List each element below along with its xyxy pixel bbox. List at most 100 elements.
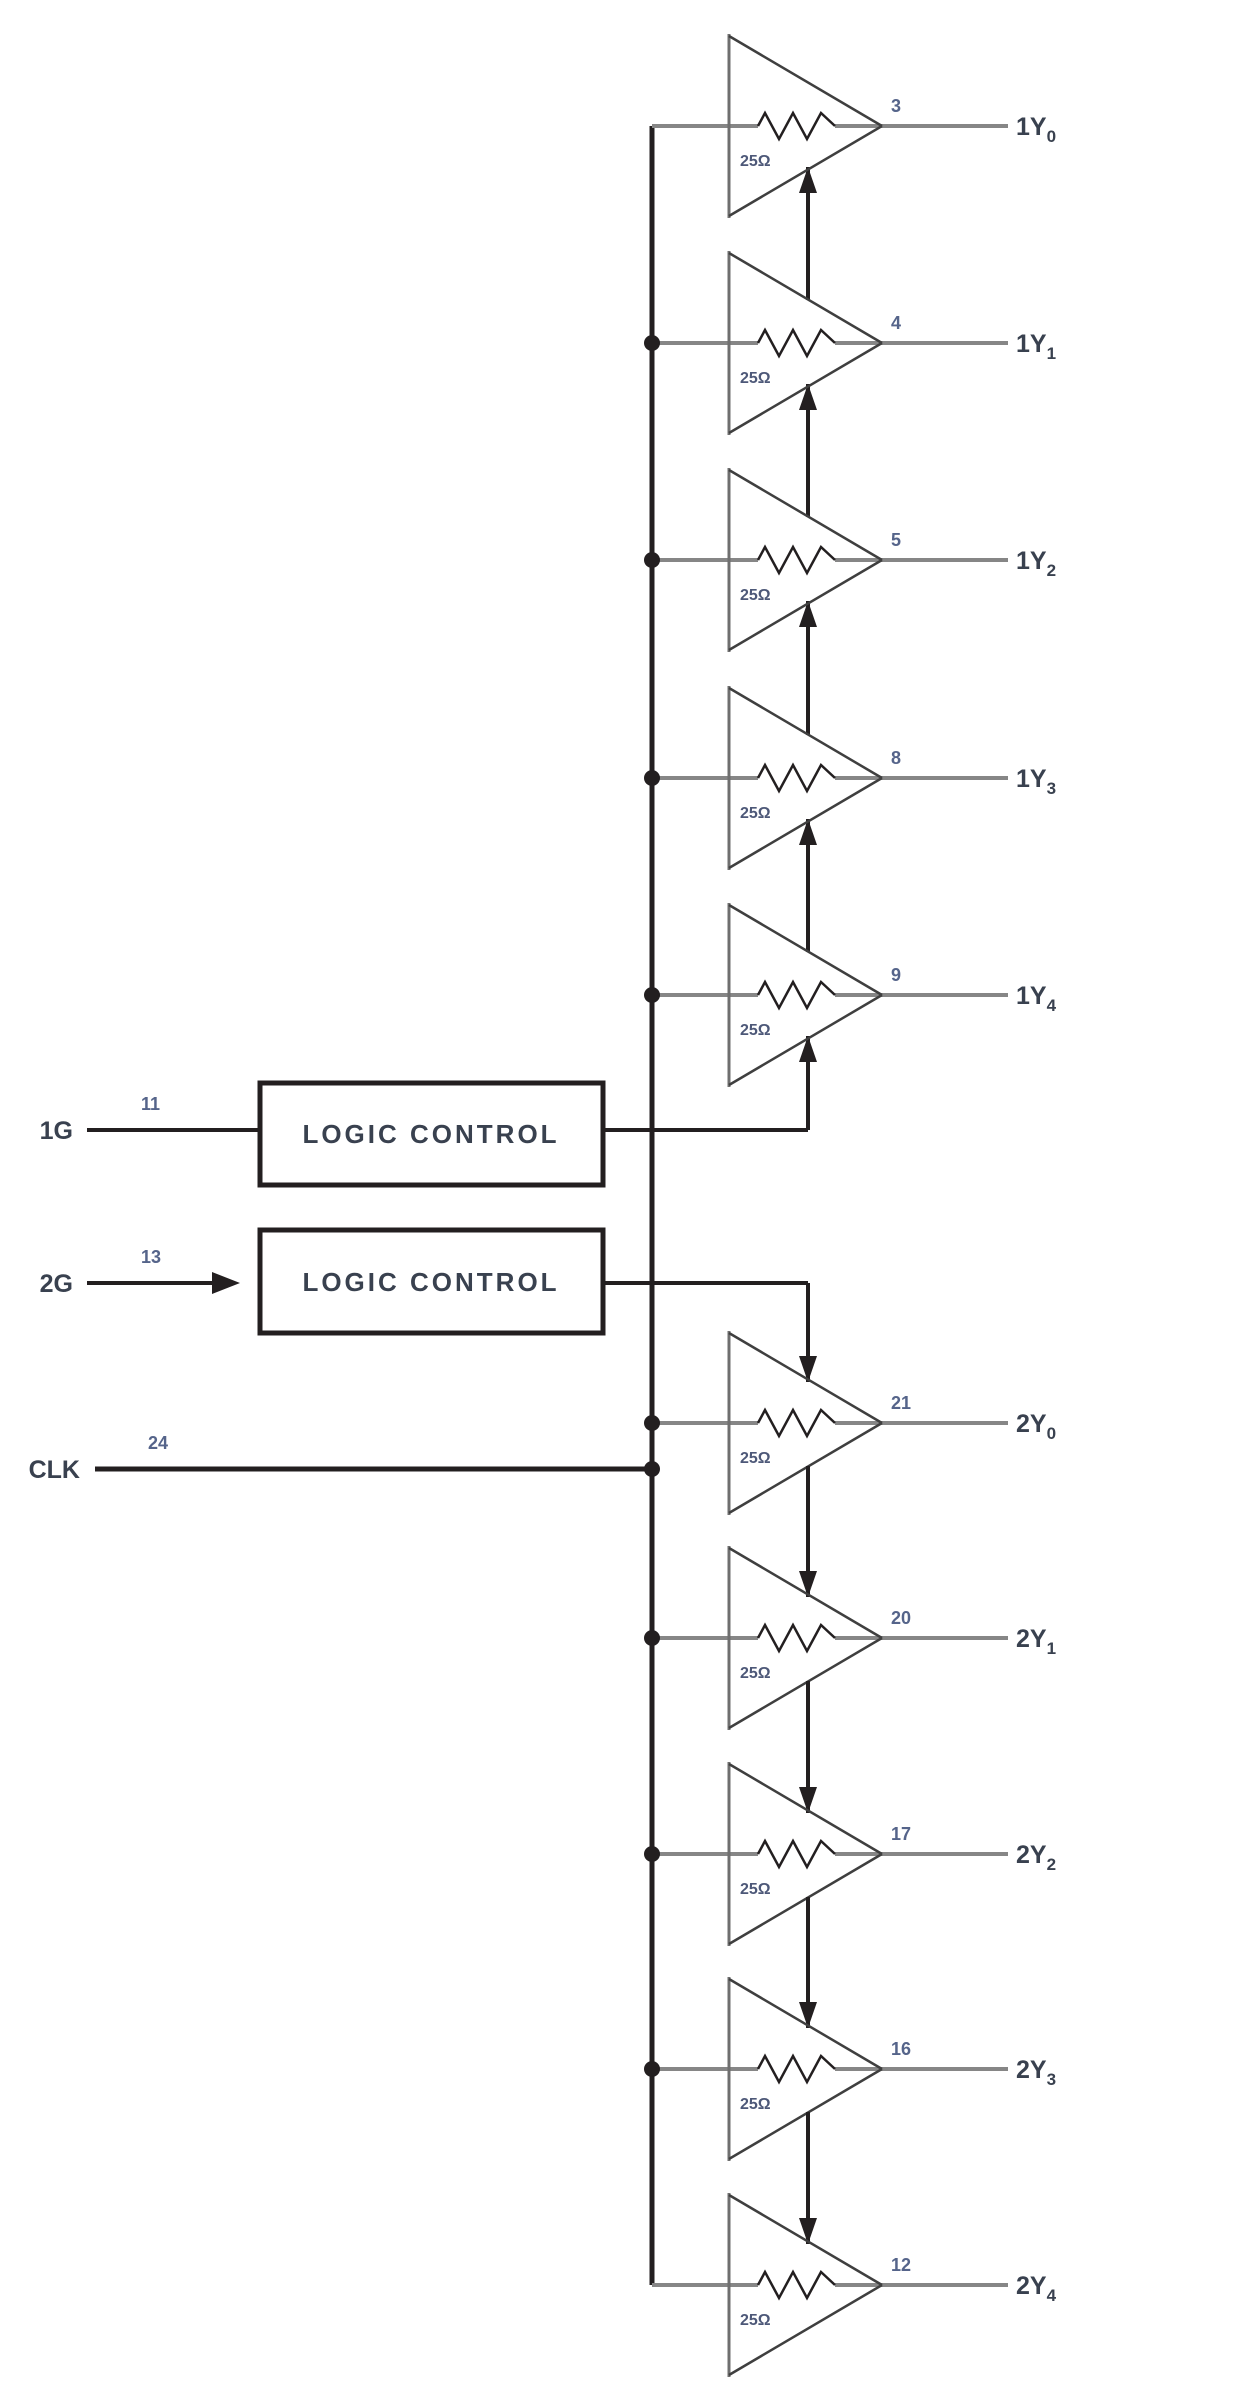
resistor-icon — [756, 979, 836, 1011]
buffer-1Y1: 4 25Ω 1Y1 — [644, 251, 1056, 517]
resistor-value: 25Ω — [740, 2312, 771, 2329]
logic-control-box-1 — [257, 1080, 606, 1188]
pin-number: 9 — [891, 965, 901, 985]
buffer-triangle — [728, 686, 883, 870]
enable-arrow-up-icon — [799, 819, 817, 845]
enable-arrow-up-icon — [799, 167, 817, 193]
output-label: 2Y3 — [1016, 2056, 1056, 2089]
g2-label: 2G — [40, 1270, 73, 1298]
resistor-icon — [756, 327, 836, 359]
buffer-triangle — [728, 1977, 883, 2161]
logic-control-label-1: LOGIC CONTROL — [302, 1119, 559, 1149]
output-label-main: 2Y — [1016, 1410, 1047, 1438]
resistor-icon — [756, 2053, 836, 2085]
resistor-value: 25Ω — [740, 1450, 771, 1467]
output-label: 2Y2 — [1016, 1841, 1056, 1874]
resistor-value: 25Ω — [740, 370, 771, 387]
output-label-sub: 1 — [1047, 1639, 1056, 1658]
output-label-main: 2Y — [1016, 1841, 1047, 1869]
output-label: 2Y0 — [1016, 1410, 1056, 1443]
output-label-sub: 3 — [1047, 779, 1056, 798]
enable-arrow-up-icon — [799, 1036, 817, 1062]
logic-control-box-2 — [257, 1227, 606, 1336]
output-label-main: 2Y — [1016, 1625, 1047, 1653]
resistor-value: 25Ω — [740, 805, 771, 822]
output-label-sub: 2 — [1047, 561, 1056, 580]
output-label-sub: 3 — [1047, 2070, 1056, 2089]
enable-arrow-down-icon — [799, 1356, 817, 1382]
clk-pin-number: 24 — [148, 1433, 168, 1453]
resistor-value: 25Ω — [740, 2096, 771, 2113]
output-label-sub: 4 — [1047, 996, 1057, 1015]
buffer-1Y3: 8 25Ω 1Y3 — [644, 686, 1056, 952]
buffer-2Y0: 21 25Ω 2Y0 — [644, 1283, 1056, 1515]
junction-dot — [644, 335, 660, 351]
enable-arrow-down-icon — [799, 2218, 817, 2244]
buffers-layer: 325Ω1Y0425Ω1Y1525Ω1Y2825Ω1Y3925Ω1Y42125Ω… — [644, 34, 1057, 2377]
junction-dot — [644, 552, 660, 568]
resistor-value: 25Ω — [740, 1881, 771, 1898]
output-label: 1Y3 — [1016, 765, 1056, 798]
output-label-main: 2Y — [1016, 2056, 1047, 2084]
g2-arrow-right-icon — [212, 1272, 240, 1294]
resistor-icon — [756, 1838, 836, 1870]
enable-arrow-down-icon — [799, 1571, 817, 1597]
output-label-sub: 4 — [1047, 2286, 1057, 2305]
g1-label: 1G — [40, 1117, 73, 1145]
output-label-main: 2Y — [1016, 2272, 1047, 2300]
pin-number: 17 — [891, 1824, 911, 1844]
output-label: 1Y0 — [1016, 113, 1056, 146]
output-label-sub: 0 — [1047, 127, 1056, 146]
buffer-1Y4: 9 25Ω 1Y4 — [644, 903, 1057, 1130]
output-label-sub: 2 — [1047, 1855, 1056, 1874]
junction-dot — [644, 1846, 660, 1862]
output-label: 1Y1 — [1016, 330, 1056, 363]
output-label-main: 1Y — [1016, 330, 1047, 358]
resistor-icon — [756, 110, 836, 142]
output-label: 1Y2 — [1016, 547, 1056, 580]
resistor-icon — [756, 1622, 836, 1654]
resistor-icon — [756, 1407, 836, 1439]
junction-dot — [644, 2061, 660, 2077]
buffer-triangle — [728, 903, 883, 1087]
enable-arrow-down-icon — [799, 2002, 817, 2028]
pin-number: 3 — [891, 96, 901, 116]
output-label-main: 1Y — [1016, 982, 1047, 1010]
buffer-triangle — [728, 2193, 883, 2377]
resistor-icon — [756, 762, 836, 794]
resistor-icon — [756, 544, 836, 576]
pin-number: 8 — [891, 748, 901, 768]
buffer-2Y2: 17 25Ω 2Y2 — [644, 1681, 1056, 1946]
g2-pin-number: 13 — [141, 1247, 161, 1267]
resistor-value: 25Ω — [740, 587, 771, 604]
logic-control-label-2: LOGIC CONTROL — [302, 1267, 559, 1297]
pin-number: 12 — [891, 2255, 911, 2275]
junction-dot — [644, 1415, 660, 1431]
resistor-value: 25Ω — [740, 1665, 771, 1682]
output-label-main: 1Y — [1016, 765, 1047, 793]
clk-label: CLK — [29, 1456, 80, 1484]
buffer-triangle — [728, 468, 883, 652]
output-label-main: 1Y — [1016, 547, 1047, 575]
pin-number: 21 — [891, 1393, 911, 1413]
buffer-triangle — [728, 1762, 883, 1946]
pin-number: 4 — [891, 313, 901, 333]
output-label-sub: 1 — [1047, 344, 1056, 363]
buffer-triangle — [728, 34, 883, 218]
g1-pin-number: 11 — [141, 1094, 160, 1114]
buffer-triangle — [728, 251, 883, 435]
junction-dot — [644, 1630, 660, 1646]
output-label: 1Y4 — [1016, 982, 1057, 1015]
output-label-main: 1Y — [1016, 113, 1047, 141]
buffer-2Y4: 12 25Ω 2Y4 — [652, 2112, 1057, 2377]
resistor-value: 25Ω — [740, 1022, 771, 1039]
resistor-icon — [756, 2269, 836, 2301]
buffer-2Y3: 16 25Ω 2Y3 — [644, 1897, 1056, 2161]
pin-number: 16 — [891, 2039, 911, 2059]
enable-arrow-up-icon — [799, 384, 817, 410]
